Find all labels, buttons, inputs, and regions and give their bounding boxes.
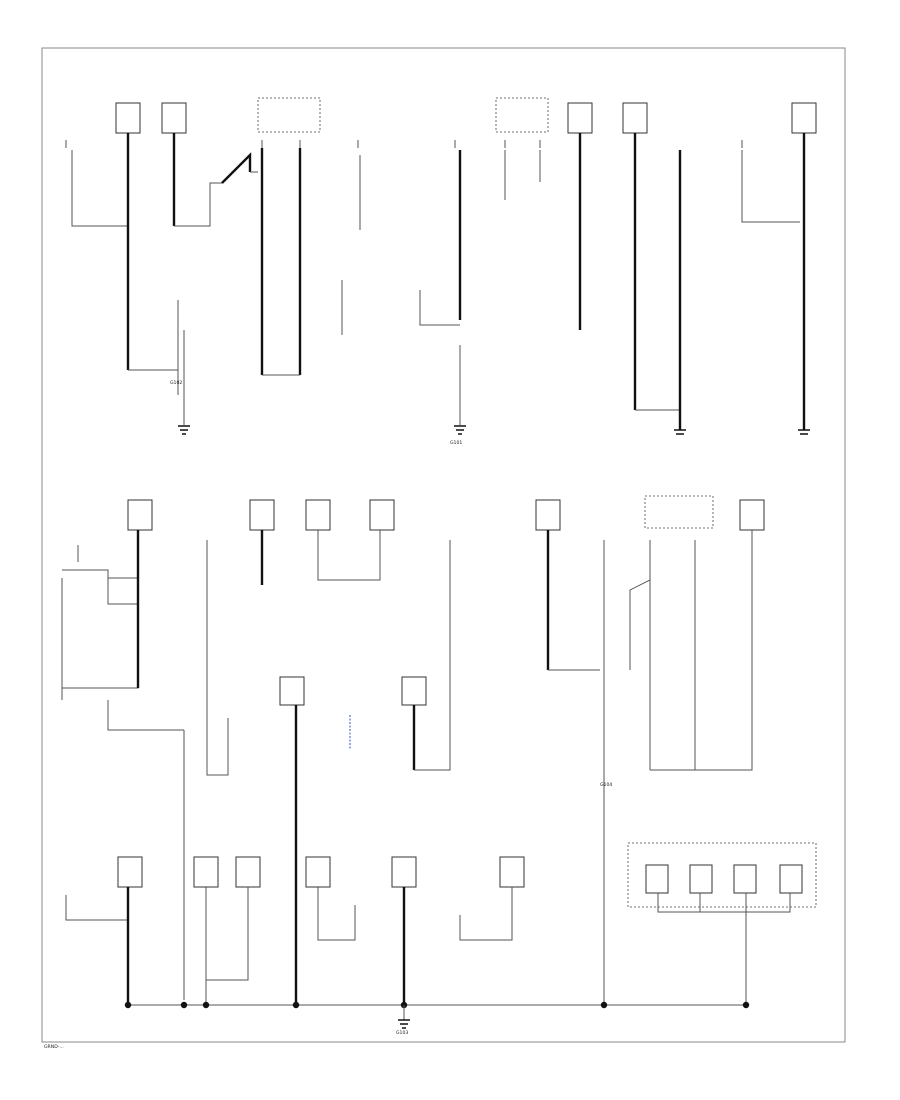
ground-symbol (798, 429, 810, 435)
component-box (733, 864, 757, 894)
component-dashed-box (257, 97, 321, 133)
ground-label: G104 (600, 782, 612, 788)
component-dashed-box (644, 495, 714, 529)
component-box (401, 676, 427, 706)
page-code: GRND-... (44, 1044, 64, 1050)
component-box (689, 864, 713, 894)
component-box (193, 856, 219, 888)
component-box (739, 499, 765, 531)
component-box (115, 102, 141, 134)
component-dashed-box (495, 97, 549, 133)
ground-symbol (398, 1019, 410, 1029)
component-box (645, 864, 669, 894)
component-box (499, 856, 525, 888)
component-box (779, 864, 803, 894)
ground-symbol (674, 429, 686, 435)
ground-symbol (454, 425, 466, 435)
splice-dots (124, 1001, 750, 1009)
component-box (127, 499, 153, 531)
component-box (305, 856, 331, 888)
component-box (622, 102, 648, 134)
component-box (791, 102, 817, 134)
component-box (161, 102, 187, 134)
upper-section: G101 G102 (65, 97, 817, 446)
component-box (117, 856, 143, 888)
component-box (391, 856, 417, 888)
component-box (567, 102, 593, 134)
ground-label: G102 (170, 380, 182, 386)
component-box (369, 499, 395, 531)
connector-ticks (65, 140, 805, 148)
component-box (305, 499, 331, 531)
lower-section: G103 G104 GRND-... (44, 782, 817, 1050)
component-box (535, 499, 561, 531)
ground-label: G103 (396, 1030, 408, 1036)
diagram-frame (41, 47, 846, 1043)
component-box (249, 499, 275, 531)
component-box (279, 676, 305, 706)
middle-section (61, 495, 765, 1005)
component-box (235, 856, 261, 888)
component-dashed-box (627, 842, 817, 908)
ground-symbol (178, 425, 190, 435)
ground-label: G101 (450, 440, 462, 446)
